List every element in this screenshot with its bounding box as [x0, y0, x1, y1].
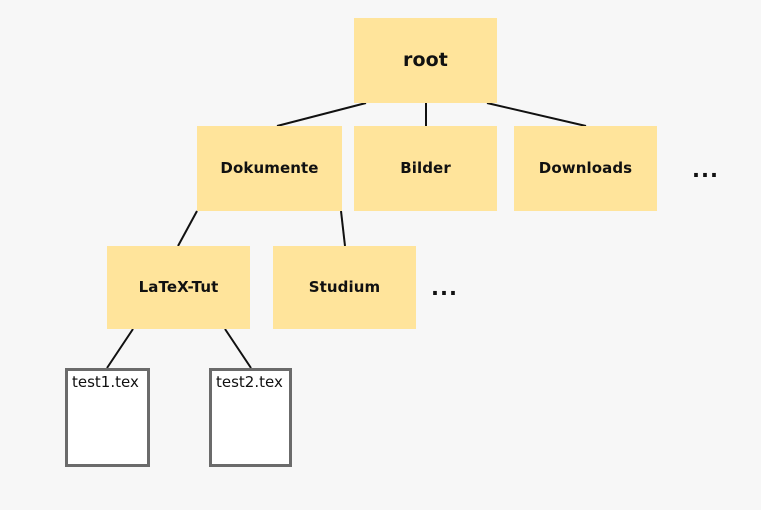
file-node-test2[interactable]: test2.tex: [209, 368, 292, 467]
folder-node-downloads[interactable]: Downloads: [514, 126, 657, 211]
folder-node-root[interactable]: root: [354, 18, 497, 103]
edge-latextut-to-test1: [106, 328, 134, 369]
node-label: Dokumente: [220, 159, 319, 178]
node-label: Bilder: [400, 159, 451, 178]
node-label: test1.tex: [72, 373, 139, 391]
folder-node-dokumente[interactable]: Dokumente: [197, 126, 342, 211]
file-node-test1[interactable]: test1.tex: [65, 368, 150, 467]
ellipsis-row2: ...: [692, 158, 719, 182]
edge-root-to-downloads: [486, 102, 587, 127]
node-label: test2.tex: [216, 373, 283, 391]
node-label: root: [403, 49, 448, 72]
node-label: LaTeX-Tut: [138, 278, 219, 297]
edge-dokumente-to-latextut: [177, 210, 198, 247]
folder-node-latextut[interactable]: LaTeX-Tut: [107, 246, 250, 329]
ellipsis-row3: ...: [431, 276, 458, 300]
node-label: Downloads: [538, 159, 633, 178]
edge-dokumente-to-studium: [340, 210, 346, 247]
node-label: Studium: [308, 278, 381, 297]
edge-root-to-dokumente: [276, 102, 367, 127]
folder-node-studium[interactable]: Studium: [273, 246, 416, 329]
edge-latextut-to-test2: [224, 328, 252, 369]
folder-node-bilder[interactable]: Bilder: [354, 126, 497, 211]
